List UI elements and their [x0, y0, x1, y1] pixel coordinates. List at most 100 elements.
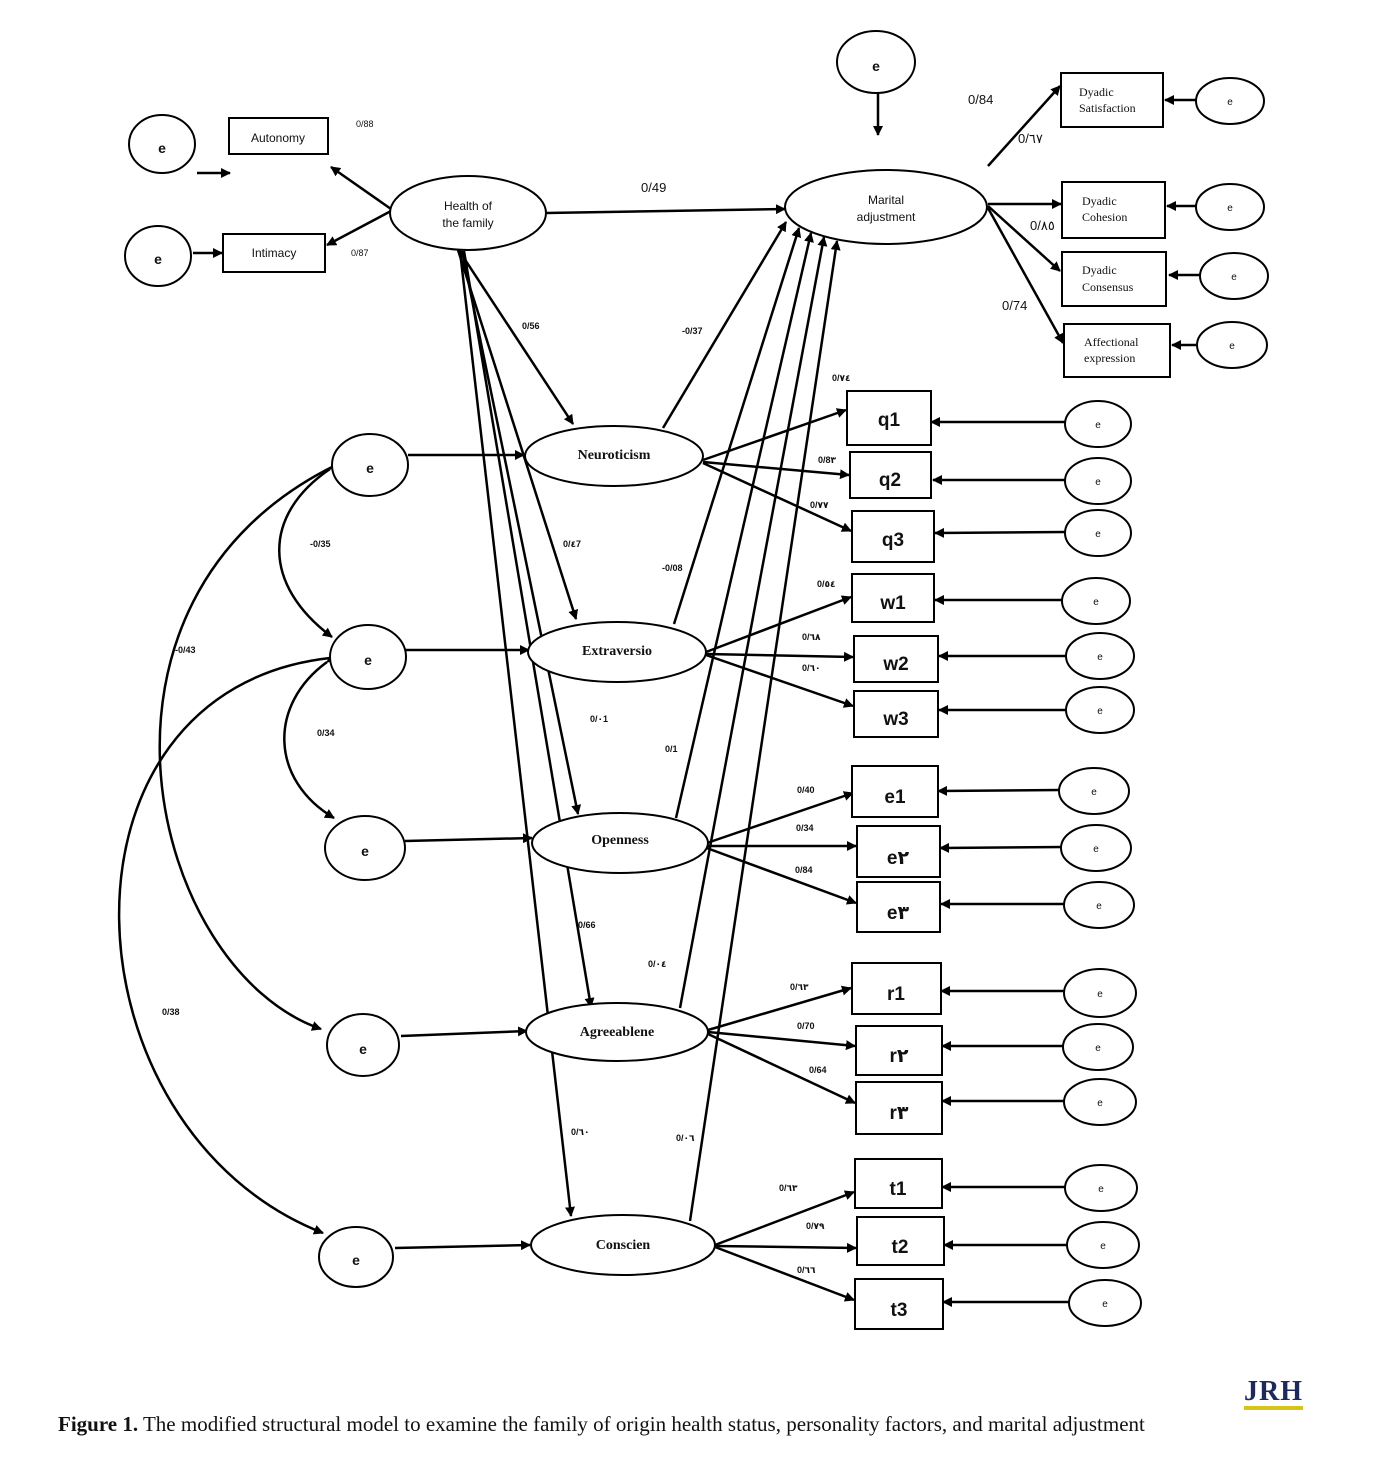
affectional-line2: expression: [1084, 351, 1135, 365]
neuroticism-label: Neuroticism: [578, 448, 651, 463]
arrow-health-to-autonomy: [330, 165, 392, 211]
svg-text:w3: w3: [882, 709, 908, 730]
indicator-w2: w2: [853, 635, 939, 683]
arrow-marital-to-affectional: [986, 207, 1065, 344]
arrow-health-to-openness: [460, 250, 582, 815]
path-coefficients: 0/88 0/87 0/49 0/56 0/٤7 0/٠1 0/66 0/٦٠ …: [162, 92, 1055, 1275]
svg-text:t2: t2: [892, 1237, 909, 1258]
error-node-r2: e: [1062, 1023, 1134, 1071]
indicator-e2: e٢: [856, 825, 941, 878]
svg-text:e: e: [1227, 203, 1233, 214]
coef-health-marital: 0/49: [641, 180, 666, 195]
indicator-q1: q1: [846, 390, 932, 446]
svg-text:e: e: [1093, 844, 1099, 855]
error-node-e1: e: [1058, 767, 1130, 815]
indicator-q2: q2: [849, 451, 932, 499]
indicator-e1: e1: [851, 765, 939, 818]
arrow-e-e2: [939, 842, 1064, 853]
error-label: e: [158, 140, 166, 156]
svg-text:w1: w1: [879, 593, 906, 614]
error-node-satisfaction: e: [1195, 77, 1265, 125]
affectional-line1: Affectional: [1084, 335, 1139, 349]
arrow-marital-to-satisfaction: [987, 85, 1061, 167]
error-node-autonomy: e: [128, 114, 196, 174]
arrow-agree-r1: [707, 985, 852, 1032]
coef-autonomy: 0/88: [356, 119, 374, 129]
caption-text: The modified structural model to examine…: [138, 1412, 1145, 1436]
dyadic-satisfaction-line2: Satisfaction: [1079, 101, 1136, 115]
coef-r3: 0/64: [809, 1065, 827, 1075]
svg-text:e٢: e٢: [887, 848, 910, 869]
coef-cov-neuro-agree: -0/43: [175, 645, 196, 655]
error-node-q2: e: [1064, 457, 1132, 505]
marital-label-line2: adjustment: [857, 210, 916, 224]
svg-text:t3: t3: [891, 1300, 908, 1321]
error-node-t2: e: [1066, 1221, 1140, 1269]
coef-q2: 0/8٣: [818, 455, 837, 465]
indicator-t3: t3: [854, 1278, 944, 1330]
neuroticism-latent: Neuroticism: [524, 425, 704, 487]
error-node-t3: e: [1068, 1279, 1142, 1327]
coef-t3: 0/٦٦: [797, 1265, 816, 1275]
indicator-boxes: q1 q2 q3 w1 w2 w3 e1 e٢ e٣ r1 r٢ r٣ t1 t…: [846, 390, 945, 1330]
arrow-health-to-conscien: [458, 250, 575, 1217]
arrow-conscien-to-marital: [688, 240, 841, 1222]
arrow-e-to-agreeablene: [400, 1026, 528, 1038]
error-node-consensus: e: [1199, 252, 1269, 300]
extraversio-latent: Extraversio: [527, 621, 707, 683]
coef-open-marital: 0/1: [665, 744, 678, 754]
connector-lines: [117, 85, 1200, 1307]
indicator-w1: w1: [851, 573, 935, 623]
coef-health-consc: 0/٦٠: [571, 1127, 590, 1137]
coef-e1: 0/40: [797, 785, 815, 795]
coef-q3: 0/٧٧: [810, 500, 829, 510]
svg-text:e: e: [1091, 787, 1097, 798]
dyadic-satisfaction-box: Dyadic Satisfaction: [1060, 72, 1164, 128]
svg-text:e: e: [1095, 477, 1101, 488]
dyadic-cohesion-line1: Dyadic: [1082, 194, 1117, 208]
svg-text:e: e: [1100, 1241, 1106, 1252]
caption-label: Figure 1.: [58, 1412, 139, 1436]
arrow-health-to-neuroticism: [456, 248, 575, 425]
error-label: e: [872, 58, 880, 74]
coef-health-neuro: 0/56: [522, 321, 540, 331]
dyadic-consensus-line2: Consensus: [1082, 280, 1134, 294]
coef-t1: 0/٦٣: [779, 1183, 798, 1193]
svg-text:r٣: r٣: [890, 1103, 909, 1124]
arrow-e-to-conscien: [394, 1240, 531, 1251]
extraversio-label: Extraversio: [582, 644, 652, 659]
error-node-t1: e: [1064, 1164, 1138, 1212]
svg-text:e: e: [1093, 597, 1099, 608]
error-node-q1: e: [1064, 400, 1132, 448]
coef-affectional: 0/74: [1002, 298, 1027, 313]
arrow-open-e1: [703, 791, 854, 846]
arrow-e-q3: [934, 527, 1066, 538]
svg-text:r٢: r٢: [890, 1046, 909, 1067]
marital-label-line1: Marital: [868, 193, 904, 207]
arrow-agree-r2: [707, 1030, 856, 1051]
svg-text:t1: t1: [890, 1179, 907, 1200]
coef-r2: 0/70: [797, 1021, 815, 1031]
indicator-w3: w3: [853, 690, 939, 738]
covariance-extra-consc: [117, 652, 340, 1235]
coef-consc-marital: 0/٠٦: [676, 1133, 695, 1143]
svg-text:e: e: [1097, 706, 1103, 717]
coef-cov-extra-open: 0/34: [317, 728, 335, 738]
arrow-neuro-q1: [702, 408, 847, 462]
indicator-error-nodes: e e e e e e e e e e e e e e e: [1058, 400, 1142, 1327]
covariance-extra-open: [283, 652, 338, 820]
indicator-r1: r1: [851, 962, 942, 1015]
error-node-q3: e: [1064, 509, 1132, 557]
coef-extra-marital: -0/08: [662, 563, 683, 573]
arrow-e-to-openness: [404, 833, 533, 844]
error-node-agreeablene: e: [326, 1013, 400, 1077]
arrow-consc-t2: [714, 1242, 857, 1253]
dyadic-cohesion-line2: Cohesion: [1082, 210, 1127, 224]
arrow-marital-to-consensus: [987, 205, 1061, 272]
arrow-openness-to-marital: [674, 232, 814, 819]
coef-w2: 0/٦٨: [802, 632, 821, 642]
svg-text:q2: q2: [879, 470, 901, 491]
error-node-e2: e: [1060, 824, 1132, 872]
coef-dyadic-satisfaction-b: 0/٦٧: [1018, 131, 1043, 146]
